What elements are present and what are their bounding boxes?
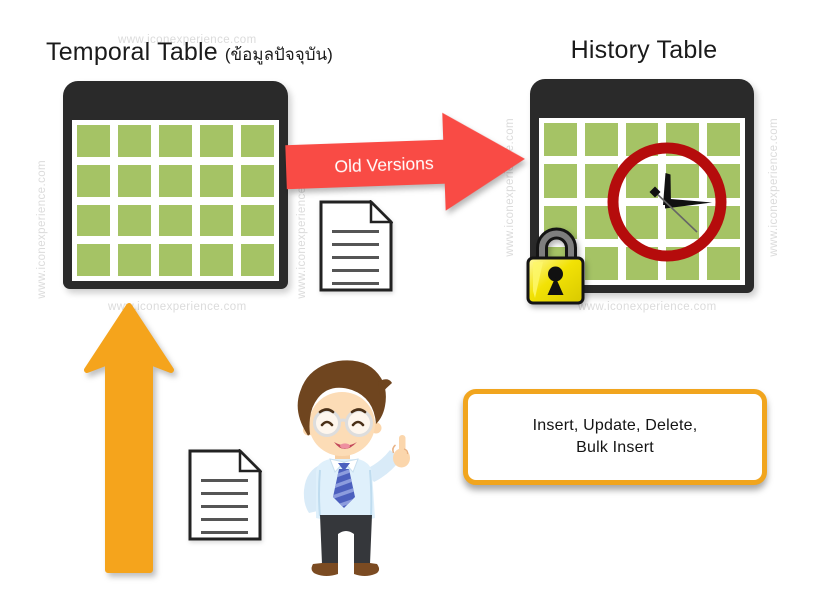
grid-cell <box>200 204 233 237</box>
grid-cell <box>118 125 151 157</box>
grid-cell <box>707 246 740 280</box>
grid-cell <box>241 125 274 157</box>
lock-keyhole-stem <box>547 277 564 295</box>
clock-second-hand-counterweight <box>649 186 661 198</box>
watermark-text: www.iconexperience.com <box>768 118 780 257</box>
grid-cell <box>77 244 110 276</box>
temporal-table-title: Temporal Table (ข้อมูลปัจจุบัน) <box>46 38 333 68</box>
grid-cell <box>707 123 740 157</box>
up-arrow-icon <box>84 303 174 573</box>
grid-cell <box>118 204 151 237</box>
raised-arm <box>364 450 401 482</box>
grid-cell <box>666 205 700 239</box>
pointing-hand-icon <box>392 435 410 468</box>
lock-icon <box>526 227 585 305</box>
face-features <box>318 408 367 427</box>
clock-second-hand <box>654 191 698 233</box>
temporal-table-title-text: Temporal Table <box>46 38 218 66</box>
lock-highlight <box>533 262 543 298</box>
calendar-grid <box>539 118 745 285</box>
grid-cell <box>241 244 274 276</box>
collar-right <box>343 458 359 473</box>
temporal-table-subtitle-thai: (ข้อมูลปัจจุบัน) <box>224 45 333 64</box>
document-icon <box>319 200 393 292</box>
right-arrow-icon <box>285 112 525 211</box>
old-versions-label: Old Versions <box>334 153 434 176</box>
shirt-shading <box>318 469 373 517</box>
pants <box>320 515 372 564</box>
grid-cell <box>159 164 192 197</box>
grid-cell <box>241 164 274 197</box>
collar-left <box>329 458 345 473</box>
grid-cell <box>159 125 192 157</box>
clock-icon <box>607 142 727 262</box>
up-arrow-shape <box>84 303 174 573</box>
head <box>297 360 392 456</box>
shoe <box>354 563 380 576</box>
watermark-text: www.iconexperience.com <box>578 301 717 313</box>
grid-cell <box>77 125 110 157</box>
grid-cell <box>625 205 659 239</box>
grid-cell <box>200 125 233 157</box>
grid-cell <box>584 123 618 157</box>
grid-cell <box>241 204 274 237</box>
lock-shackle-inner <box>539 230 574 265</box>
callout-box: Insert, Update, Delete, Bulk Insert <box>463 389 767 485</box>
grid-cell <box>200 244 233 276</box>
grid-cell <box>159 204 192 237</box>
grid-cell <box>200 164 233 197</box>
grid-cell <box>77 164 110 197</box>
temporal-calendar-table-icon <box>63 81 288 289</box>
watermark-text: www.iconexperience.com <box>118 34 257 46</box>
grid-cell <box>77 204 110 237</box>
grid-cell <box>118 244 151 276</box>
clock-hour-hand <box>663 173 671 205</box>
history-table-title-text: History Table <box>570 36 718 64</box>
callout-line2: Bulk Insert <box>576 439 654 456</box>
grid-cell <box>118 164 151 197</box>
callout-line1: Insert, Update, Delete, <box>532 417 698 434</box>
old-versions-arrow: Old Versions <box>285 112 525 211</box>
watermark-text: www.iconexperience.com <box>108 301 247 313</box>
lock-keyhole <box>548 266 563 282</box>
tongue <box>340 443 350 449</box>
clock-minute-hand <box>665 198 712 209</box>
hair <box>297 360 386 436</box>
history-table-title: History Table <box>532 36 756 65</box>
businessman-character <box>297 360 410 576</box>
grid-cell <box>666 164 700 198</box>
document-icon <box>188 449 262 541</box>
hair-tuft <box>378 379 392 395</box>
grid-cell <box>544 164 577 198</box>
grid-cell <box>159 244 192 276</box>
shoe <box>311 563 338 576</box>
grid-cell <box>544 123 577 157</box>
calendar-grid <box>72 120 279 281</box>
clock-ring <box>607 142 727 262</box>
watermark-text: www.iconexperience.com <box>36 160 48 299</box>
grid-cell <box>584 246 618 280</box>
